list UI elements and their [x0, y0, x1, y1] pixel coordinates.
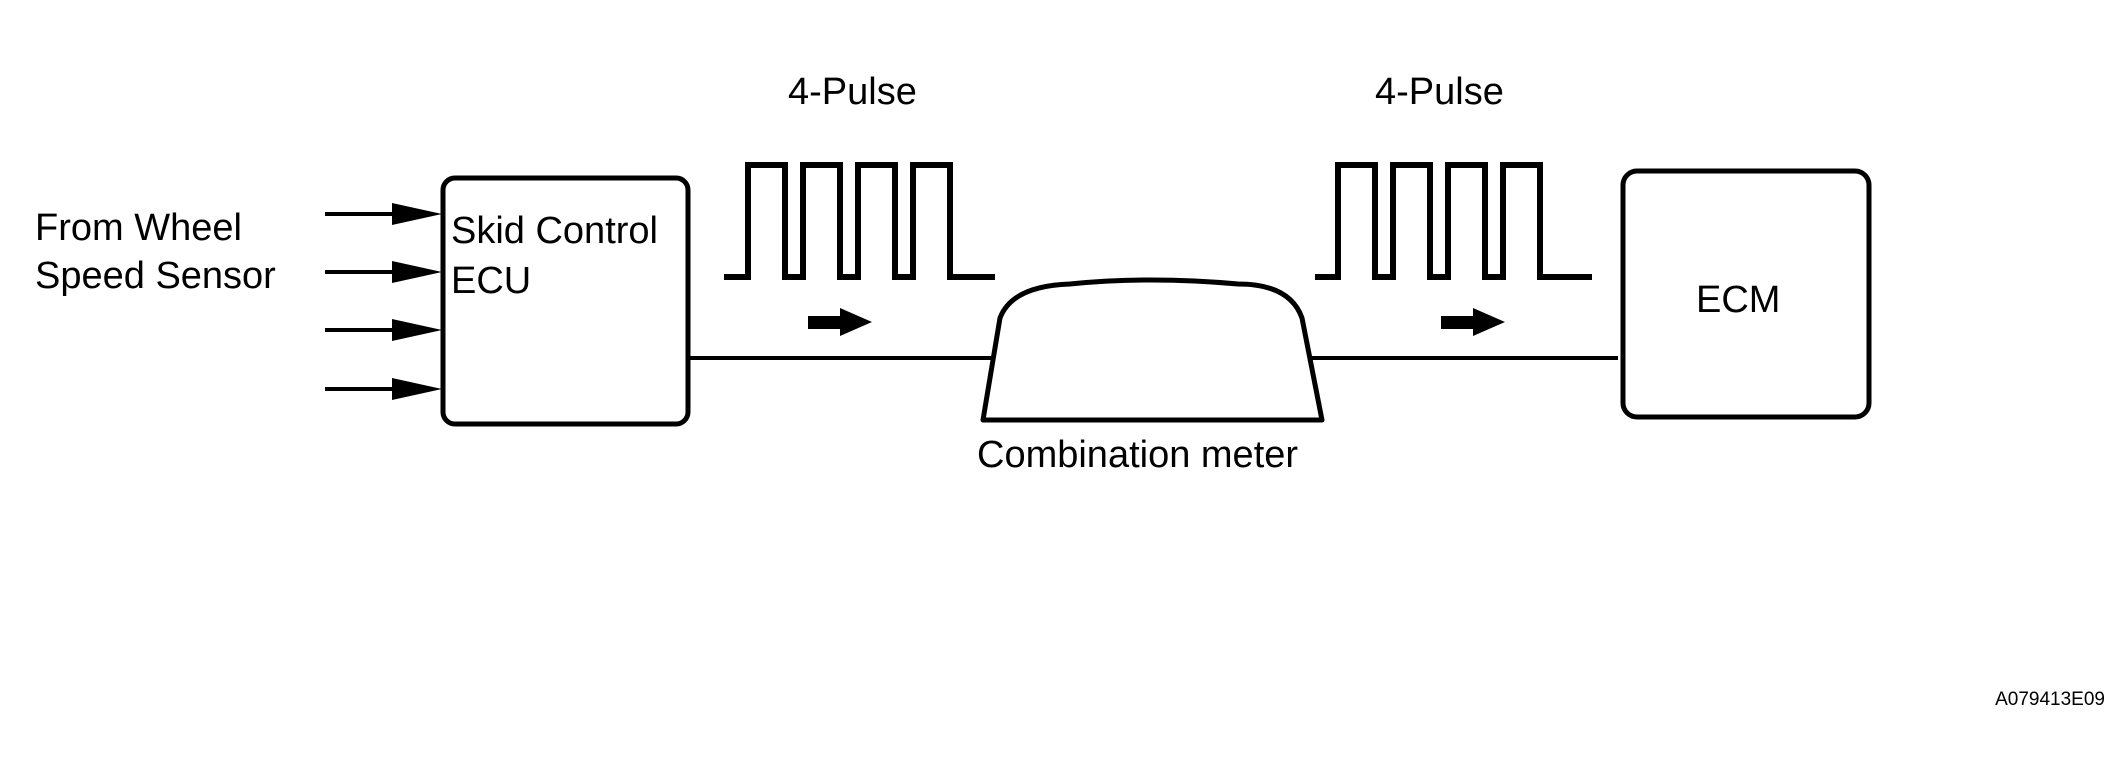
ecm-label: ECM — [1696, 279, 1780, 321]
input-arrow-4 — [325, 378, 442, 400]
skid-control-ecu-box — [440, 175, 691, 427]
pulse-left-label: 4-Pulse — [788, 71, 917, 113]
input-arrow-2 — [325, 261, 442, 283]
pulse-left-direction-arrow — [808, 308, 872, 336]
input-arrow-1 — [325, 203, 442, 225]
skid-ecu-label-line1: Skid Control — [451, 210, 658, 252]
skid-ecu-label-line2: ECU — [451, 260, 531, 302]
pulse-right-direction-arrow — [1441, 308, 1505, 336]
source-label-line2: Speed Sensor — [35, 255, 276, 297]
input-arrow-3 — [325, 319, 442, 341]
figure-code: A079413E09 — [1995, 689, 2105, 710]
combination-meter-label: Combination meter — [977, 434, 1298, 476]
combination-meter-shape — [980, 277, 1325, 423]
pulse-left-waveform — [724, 162, 995, 280]
ecm-box — [1620, 168, 1872, 420]
pulse-right-waveform — [1315, 162, 1592, 280]
pulse-right-label: 4-Pulse — [1375, 71, 1504, 113]
source-label-line1: From Wheel — [35, 207, 242, 249]
